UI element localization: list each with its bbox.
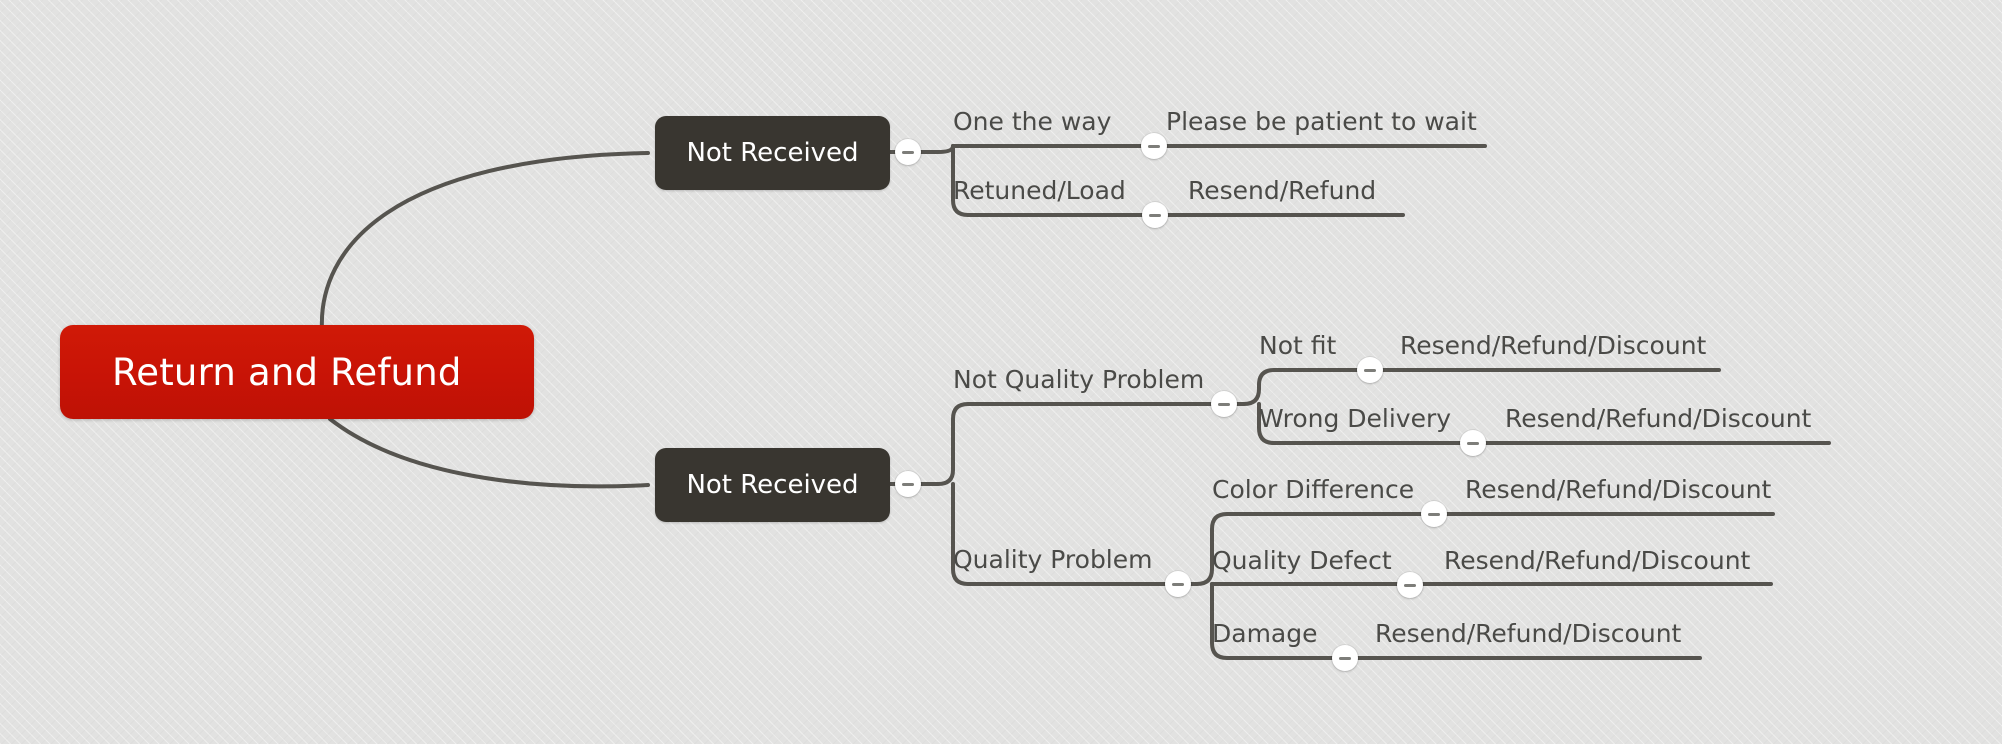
node-label-quality-defect[interactable]: Quality Defect [1212,546,1392,575]
collapse-toggle-quality-problem[interactable] [1165,571,1191,597]
collapse-toggle-retuned-load[interactable] [1142,202,1168,228]
node-label-wrong-delivery[interactable]: Wrong Delivery [1259,404,1452,433]
branch-node-not-received-1[interactable]: Not Received [655,116,890,190]
node-label-please-be-patient-to-wait[interactable]: Please be patient to wait [1166,107,1477,136]
branch-node-not-received-2[interactable]: Not Received [655,448,890,522]
node-label-retuned-load[interactable]: Retuned/Load [953,176,1126,205]
collapse-toggle-not-fit[interactable] [1357,357,1383,383]
node-label-not-fit[interactable]: Not fit [1259,331,1337,360]
node-label-resend-refund[interactable]: Resend/Refund [1188,176,1377,205]
minus-icon [1339,656,1351,660]
root-node-label: Return and Refund [112,350,462,394]
minus-icon [1149,213,1161,217]
minus-icon [902,482,914,486]
minus-icon [902,150,914,154]
minus-icon [1364,368,1376,372]
node-label-color-difference-action[interactable]: Resend/Refund/Discount [1465,475,1772,504]
node-label-color-difference[interactable]: Color Difference [1212,475,1415,504]
node-label-damage-action[interactable]: Resend/Refund/Discount [1375,619,1682,648]
collapse-toggle-not-received-2[interactable] [895,471,921,497]
node-label-not-fit-action[interactable]: Resend/Refund/Discount [1400,331,1707,360]
minus-icon [1172,582,1184,586]
collapse-toggle-not-received-1[interactable] [895,139,921,165]
minus-icon [1148,144,1160,148]
collapse-toggle-quality-defect[interactable] [1397,572,1423,598]
node-label-one-the-way[interactable]: One the way [953,107,1112,136]
collapse-toggle-not-quality-problem[interactable] [1211,391,1237,417]
collapse-toggle-one-the-way[interactable] [1141,133,1167,159]
collapse-toggle-damage[interactable] [1332,645,1358,671]
collapse-toggle-color-difference[interactable] [1421,501,1447,527]
node-label-damage[interactable]: Damage [1212,619,1318,648]
branch-node-label: Not Received [686,138,859,168]
node-label-quality-problem[interactable]: Quality Problem [953,545,1153,574]
minus-icon [1404,583,1416,587]
node-label-not-quality-problem[interactable]: Not Quality Problem [953,365,1205,394]
node-label-quality-defect-action[interactable]: Resend/Refund/Discount [1444,546,1751,575]
minus-icon [1467,441,1479,445]
minus-icon [1428,512,1440,516]
node-label-wrong-delivery-action[interactable]: Resend/Refund/Discount [1505,404,1812,433]
root-node[interactable]: Return and Refund [60,325,534,419]
collapse-toggle-wrong-delivery[interactable] [1460,430,1486,456]
branch-node-label: Not Received [686,470,859,500]
minus-icon [1218,402,1230,406]
